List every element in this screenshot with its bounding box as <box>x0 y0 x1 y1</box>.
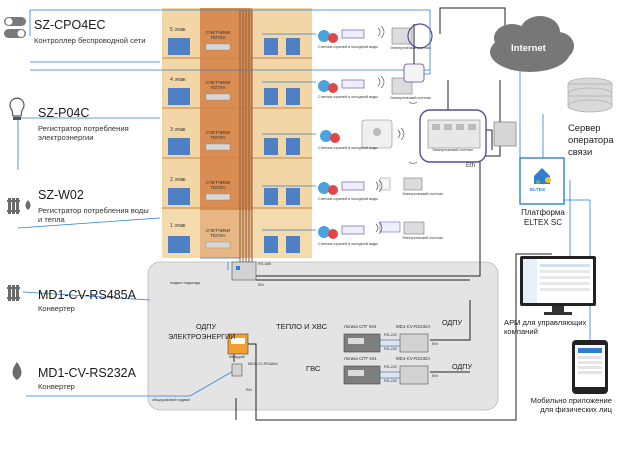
heat-bottom-odpu: ОДПУ <box>452 362 473 371</box>
meter-label-water-5: Счетчик горячей и холодной воды <box>318 45 378 49</box>
meter-label-water-1: Счетчик горячей и холодной воды <box>318 242 378 246</box>
odpu-left-eth: Eth <box>246 388 252 392</box>
floor-counters-5: СЧЕТЧИКИ ТЕПЛА <box>205 30 231 40</box>
heat-calculator-top <box>343 333 429 353</box>
odpu-electricity-meter <box>227 333 249 377</box>
basement-converter-rs485 <box>231 261 257 281</box>
gateway-eth-tag: Eth <box>466 163 476 169</box>
heat-top-eth: Eth <box>432 342 438 346</box>
odpu-left-title-1: ОДПУ <box>196 322 217 331</box>
meter-label-power-3: Электрический счетчик <box>432 148 473 152</box>
wifi-marks <box>375 25 418 235</box>
floor-label-5: 5 этаж <box>170 27 186 33</box>
server-label: Сервер оператора связи <box>568 122 614 157</box>
meter-label-power-1: Электрический счетчик <box>402 236 443 240</box>
heat-bottom-converter: MD1-CV-RS232A <box>396 356 431 361</box>
meter-label-water-4: Счетчик горячей и холодной воды <box>318 95 378 99</box>
heat-top-rs2: RS-232 <box>384 347 397 351</box>
heat-bottom-eth: Eth <box>432 374 438 378</box>
heat-top-title: ТЕПЛО И ХВС <box>276 322 328 331</box>
basement-eth-tag: Eth <box>258 283 264 287</box>
floor-counters-3: СЧЕТЧИКИ ТЕПЛА <box>205 130 231 140</box>
heat-bottom-rs1: RS-232 <box>384 365 397 369</box>
entrance-basement-label: подвал подъезда <box>170 281 201 285</box>
blue-links <box>17 9 591 397</box>
sz-cpo4ec-icon <box>4 17 26 38</box>
platform-label: Платформа ELTEX SC <box>521 208 565 227</box>
device-desc-sz-cpo4ec: Контроллер беспроводной сети <box>34 36 146 45</box>
meter-label-power-4: Электрический счетчик <box>390 96 431 100</box>
mobile-phone-icon <box>572 340 608 394</box>
floor-label-1: 1 этаж <box>170 223 186 229</box>
floor-counters-4: СЧЕТЧИКИ ТЕПЛА <box>205 80 231 90</box>
meter-label-water-3: Счетчик горячей и холодной воды <box>318 146 378 150</box>
meter-label-power-5: Электрический счетчик <box>390 46 431 50</box>
device-title-sz-cpo4ec: SZ-CPO4EC <box>34 18 106 32</box>
floor-label-4: 4 этаж <box>170 77 186 83</box>
heat-calculator-bottom <box>343 365 429 385</box>
server-icon <box>567 77 613 113</box>
device-desc-md1-rs232: Конвертер <box>38 382 75 391</box>
device-desc-sz-w02: Регистратор потребления воды и тепла <box>38 206 149 224</box>
internet-cloud <box>490 16 574 72</box>
arm-label: АРМ для управляющих компаний <box>504 318 587 336</box>
meter-label-power-2: Электрический счетчик <box>402 192 443 196</box>
heat-bottom-rs2: RS-232 <box>384 379 397 383</box>
odpu-left-title-2: ЭЛЕКТРОЭНЕРГИИ <box>168 332 236 341</box>
md1-rs485-icon <box>7 285 20 301</box>
rs485-tag: RS-485 <box>258 262 271 266</box>
heat-counter-blocks <box>205 43 231 249</box>
heat-top-rs1: RS-232 <box>384 333 397 337</box>
meter-icons <box>318 23 433 239</box>
device-title-sz-w02: SZ-W02 <box>38 188 84 202</box>
eltex-platform-icon <box>519 157 565 205</box>
mobile-label: Мобильно приложение для физических лиц <box>530 396 612 414</box>
heat-bottom-title: ГВС <box>306 364 321 373</box>
eltex-logo-text: ELTEX <box>530 188 546 193</box>
arm-monitor-icon <box>520 256 596 315</box>
meter-label-water-2: Счетчик горячей и холодной воды <box>318 197 378 201</box>
heat-bottom-logic: Логика СПТ 941 <box>344 356 377 361</box>
floor-counters-1: СЧЕТЧИКИ ТЕПЛА <box>205 228 231 238</box>
odpu-left-converter: MD1-CV-RS485A <box>248 362 278 366</box>
sz-w02-icon <box>7 198 31 214</box>
device-desc-md1-rs485: Конвертер <box>38 304 75 313</box>
floor-label-3: 3 этаж <box>170 127 186 133</box>
floor-label-2: 2 этаж <box>170 177 186 183</box>
heat-top-logic: Логика СПГ 944 <box>344 324 377 329</box>
device-title-md1-rs485: MD1-CV-RS485A <box>38 288 136 302</box>
common-basement-label: общедомовой подвал <box>152 398 191 402</box>
floor-counters-2: СЧЕТЧИКИ ТЕПЛА <box>205 180 231 190</box>
heat-top-converter: MD1-CV-RS232A <box>396 324 431 329</box>
device-desc-sz-p04c: Регистратор потребления электроэнергии <box>38 124 129 142</box>
gateway-panel <box>403 63 517 163</box>
internet-label: Internet <box>511 43 546 54</box>
rs232-links <box>380 339 400 379</box>
md1-rs232-icon <box>12 362 22 380</box>
sz-p04c-icon <box>9 97 25 120</box>
odpu-left-device: Меркурий <box>229 355 245 359</box>
building-windows <box>168 38 300 253</box>
heat-top-odpu: ОДПУ <box>442 318 463 327</box>
device-title-md1-rs232: MD1-CV-RS232A <box>38 366 136 380</box>
device-title-sz-p04c: SZ-P04C <box>38 106 90 120</box>
